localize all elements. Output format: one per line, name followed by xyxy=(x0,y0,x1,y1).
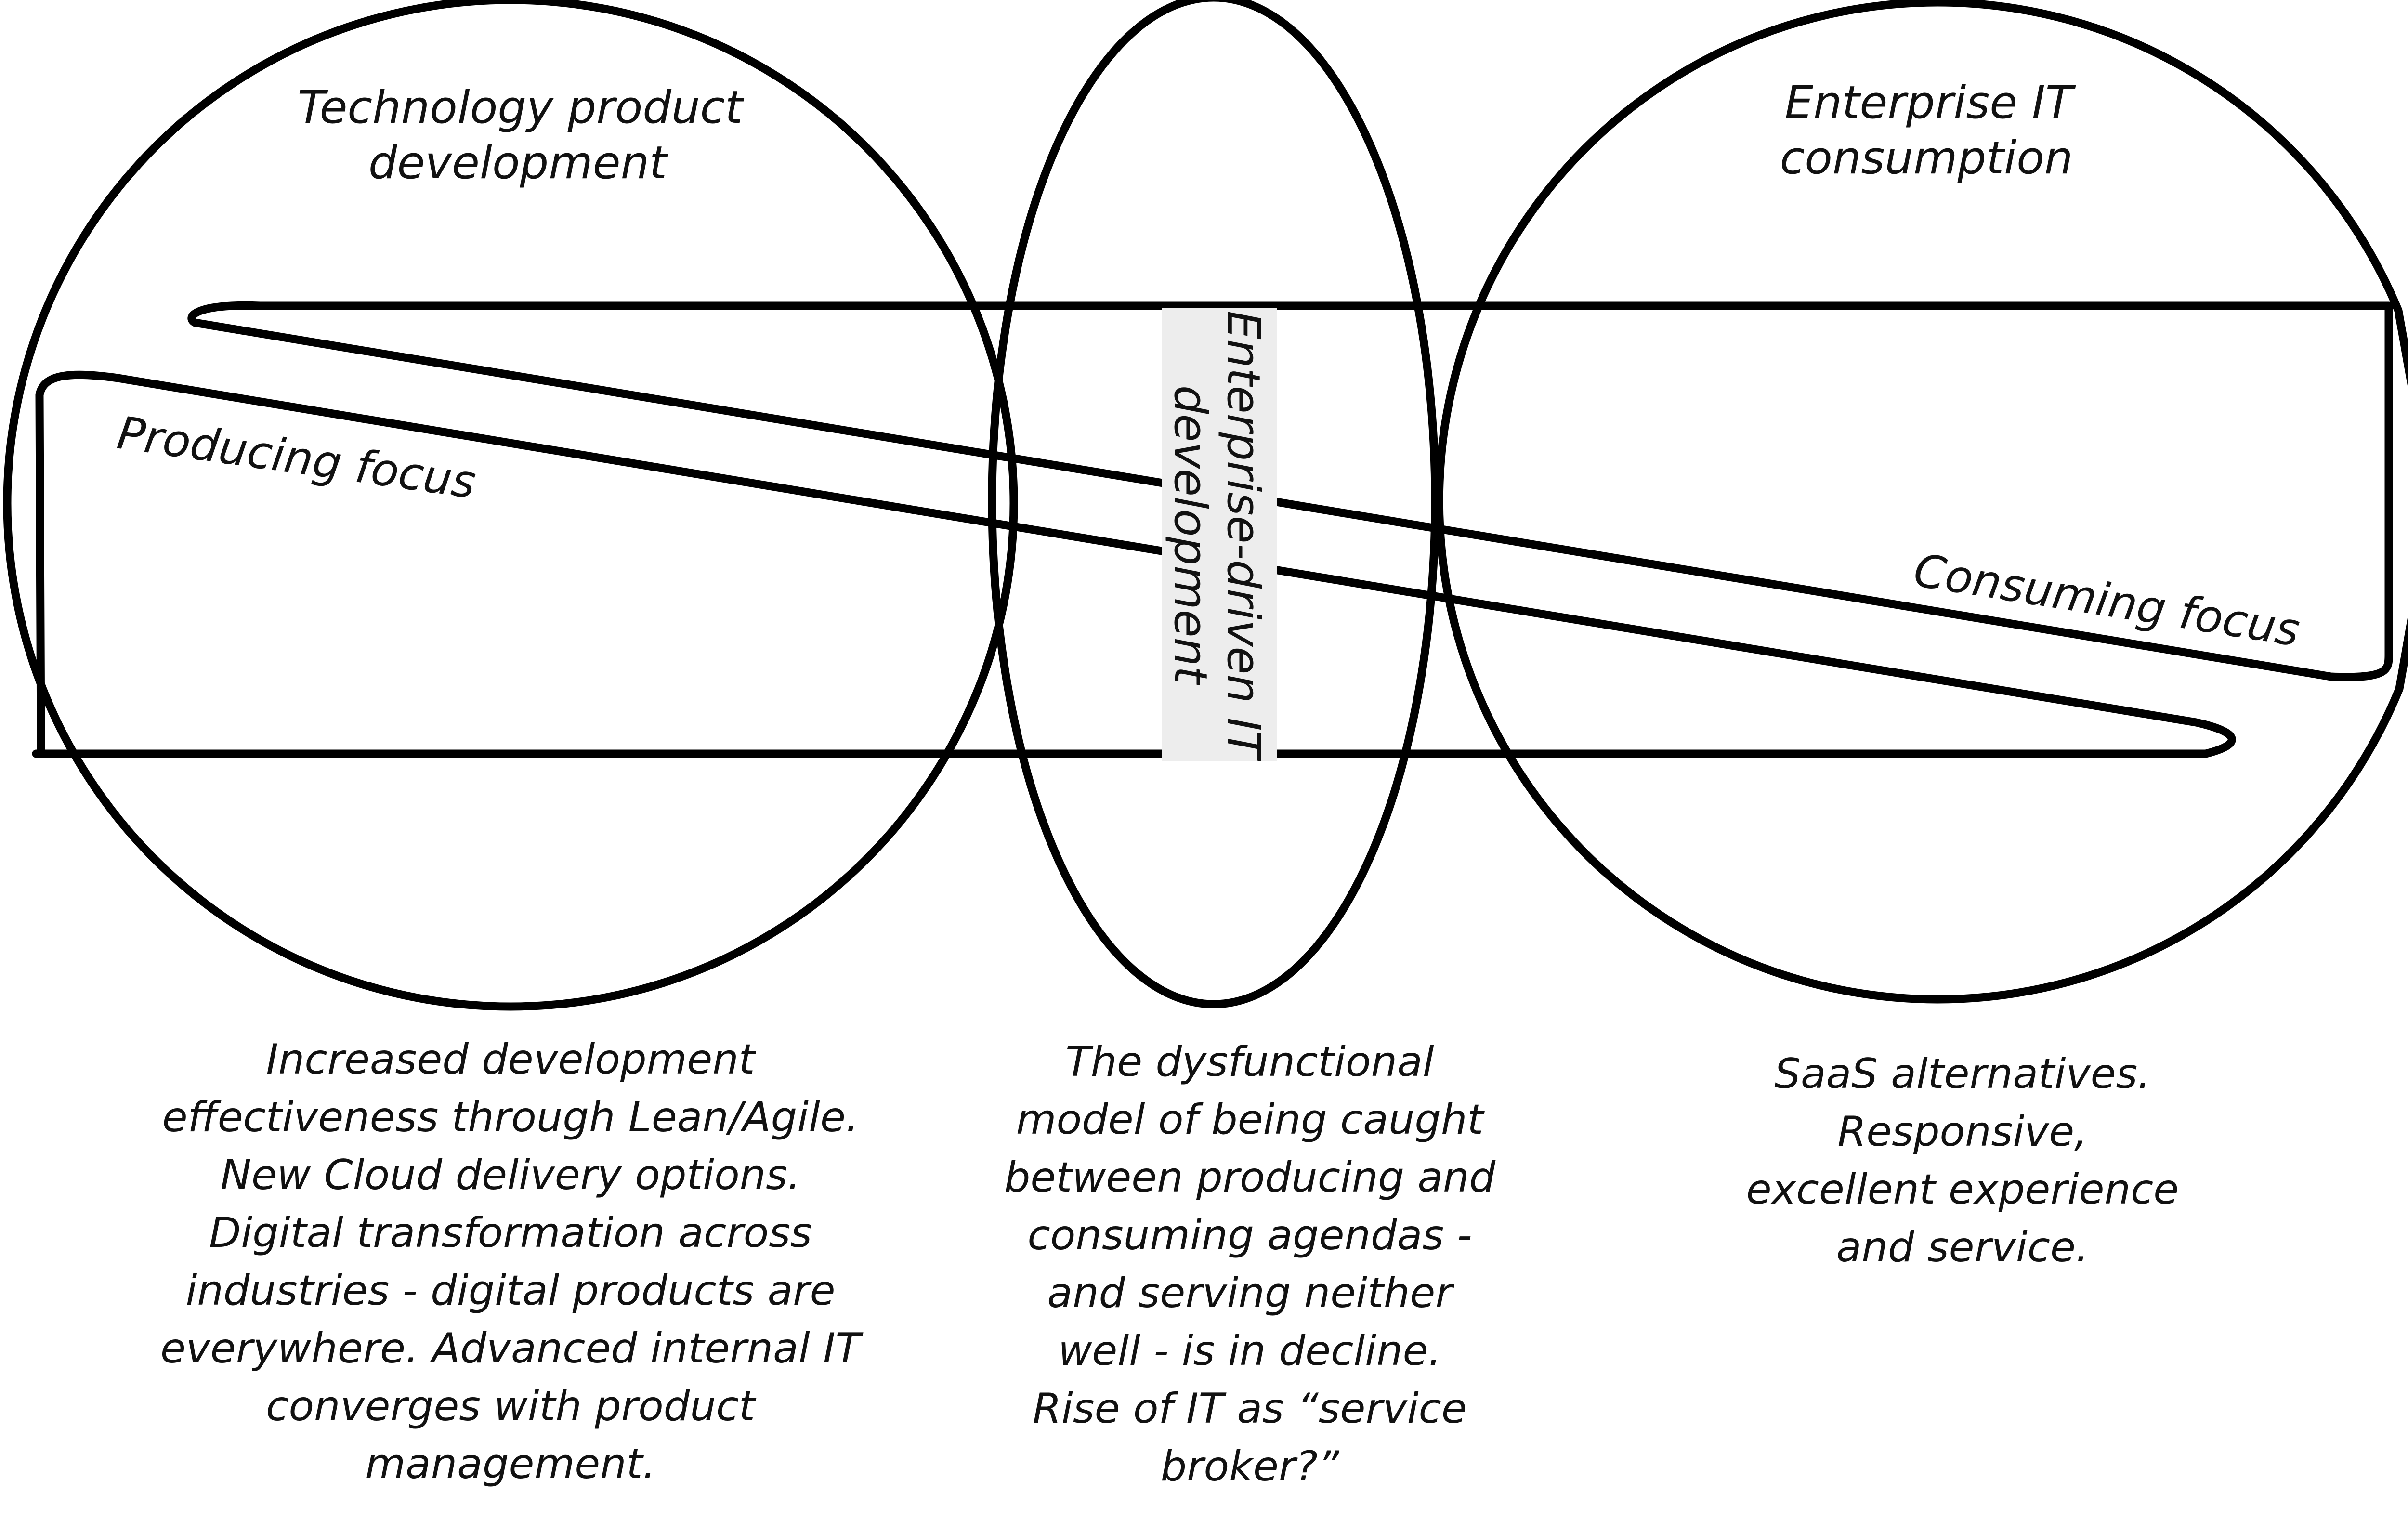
consuming-focus-arrow xyxy=(187,301,2393,681)
enterprise-driven-title-line-2: development xyxy=(1164,385,1217,685)
technology-product-circle xyxy=(3,0,1018,1011)
enterprise-consumption-circle xyxy=(1435,0,2408,1004)
enterprise-consumption-title-line-2: consumption xyxy=(1780,132,2073,184)
technology-product-caption: Increased development effectiveness thro… xyxy=(160,1035,861,1488)
enterprise-driven-label: Enterprise-driven IT development xyxy=(1164,311,1269,762)
technology-product-title-line-2: development xyxy=(368,137,668,189)
enterprise-driven-title-line-1: Enterprise-driven IT xyxy=(1217,311,1269,762)
enterprise-consumption-title-line-1: Enterprise IT xyxy=(1785,77,2076,129)
enterprise-driven-label-box xyxy=(1162,308,1277,761)
technology-product-title-line-1: Technology product xyxy=(298,81,745,134)
enterprise-consumption-caption: SaaS alternatives. Responsive, excellent… xyxy=(1746,1050,2179,1271)
enterprise-driven-caption: The dysfunctional model of being caught … xyxy=(1004,1038,1496,1491)
producing-focus-label: Producing focus xyxy=(114,407,479,509)
producing-focus-arrow xyxy=(32,370,2236,758)
